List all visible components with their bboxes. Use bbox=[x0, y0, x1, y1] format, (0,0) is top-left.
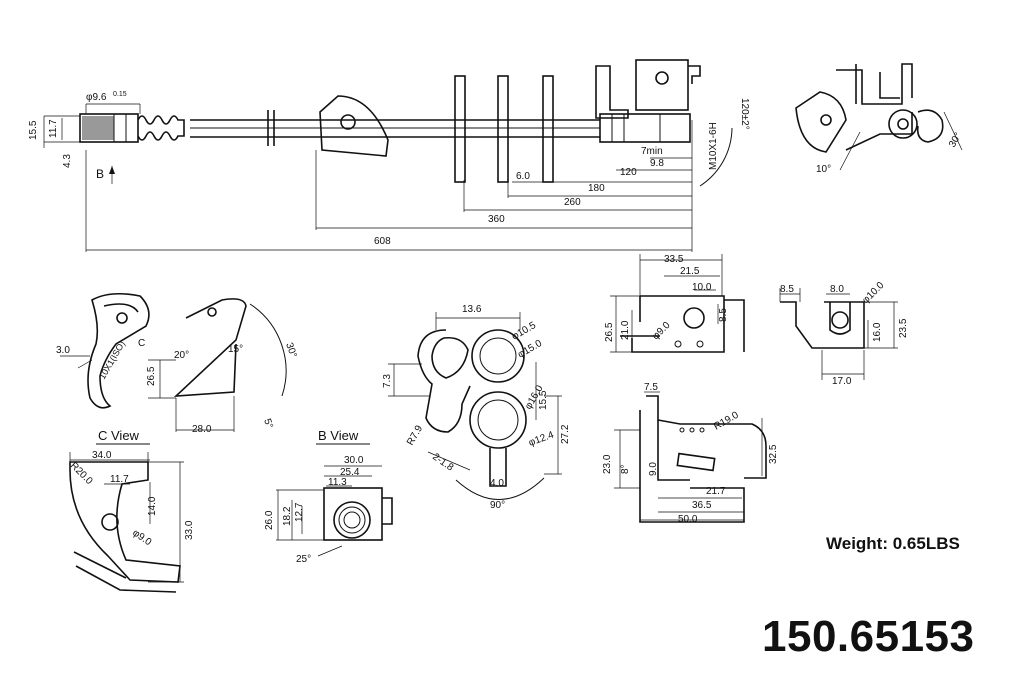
bracket-angled-dim-20deg: 20° bbox=[174, 350, 189, 361]
b-view-dim-30-0: 30.0 bbox=[344, 455, 364, 466]
bracket-angled-dim-15deg: 15° bbox=[228, 344, 243, 355]
hose-dim-0-15: 0.15 bbox=[113, 91, 127, 98]
top-right-assembly: 10° 30° bbox=[795, 63, 964, 175]
view-marker-b: B bbox=[96, 167, 104, 181]
hose-dim-4-3: 4.3 bbox=[62, 154, 73, 168]
c-view-title: C View bbox=[98, 428, 140, 443]
part-number: 150.65153 bbox=[762, 612, 975, 661]
c-view-dim-phi-9-0: φ9.0 bbox=[130, 527, 153, 548]
clip-center-dim-27-2: 27.2 bbox=[560, 424, 571, 444]
c-view-dim-11-7: 11.7 bbox=[110, 474, 129, 485]
hose-dim-11-7: 11.7 bbox=[48, 119, 59, 138]
bracket-side-dim-21-7: 21.7 bbox=[706, 486, 726, 497]
bracket-small-dim-8-0: 8.0 bbox=[830, 284, 844, 295]
clip-left-dim-c: C bbox=[138, 338, 145, 349]
b-view-dim-25-4: 25.4 bbox=[340, 467, 360, 478]
b-view: B View 30.0 25.4 11.3 26.0 18.2 12.7 25° bbox=[264, 428, 393, 565]
clip-left: 3.0 10X1(ISO) C bbox=[56, 292, 150, 409]
clip-center-dim-phi-10-5: φ10.5 bbox=[510, 320, 538, 343]
bracket-side-dim-8deg: 8° bbox=[620, 464, 631, 474]
clip-center-dim-r7-9: R7.9 bbox=[405, 423, 425, 447]
c-view-dim-r20-0: R20.0 bbox=[68, 460, 95, 487]
clip-left-dim-thread: 10X1(ISO) bbox=[97, 339, 127, 381]
clip-center-dim-4-0: 4.0 bbox=[490, 478, 504, 489]
b-view-dim-18-2: 18.2 bbox=[282, 506, 293, 526]
bracket-small-dim-8-5: 8.5 bbox=[780, 284, 794, 295]
bracket-top-dim-8-5: 8.5 bbox=[718, 308, 729, 322]
hose-dim-15-5: 15.5 bbox=[28, 120, 39, 140]
bracket-top-dim-33-5: 33.5 bbox=[664, 254, 684, 265]
bracket-top-dim-21-0: 21.0 bbox=[620, 320, 631, 340]
hose-dim-7min: 7min bbox=[641, 146, 663, 157]
clip-left-dim-3-0: 3.0 bbox=[56, 345, 70, 356]
bracket-top-dim-phi-9-0: φ9.0 bbox=[650, 320, 673, 343]
hose-assembly: 15.5 11.7 4.3 φ9.6 0.15 B 6.0 120 9.8 7m… bbox=[28, 59, 750, 252]
clip-center-dim-7-3: 7.3 bbox=[382, 374, 393, 388]
weight-label: Weight: 0.65LBS bbox=[826, 534, 960, 553]
bracket-side-dim-7-5: 7.5 bbox=[644, 382, 658, 393]
hose-dim-180: 180 bbox=[588, 183, 605, 194]
hose-dim-6-0: 6.0 bbox=[516, 171, 530, 182]
bracket-small-dim-17-0: 17.0 bbox=[832, 376, 852, 387]
c-view: C View 34.0 R20.0 11.7 14.0 33.0 φ9.0 bbox=[68, 428, 195, 593]
bracket-top-dim-10-0: 10.0 bbox=[692, 282, 712, 293]
clip-center-dim-2-1-8: 2-1.8 bbox=[430, 451, 455, 473]
bracket-angled: 26.5 28.0 20° 15° 30° 5° bbox=[146, 298, 299, 435]
hose-dim-phi-9-6: φ9.6 bbox=[86, 92, 107, 103]
b-view-dim-25deg: 25° bbox=[296, 554, 311, 565]
bracket-side-dim-50-0: 50.0 bbox=[678, 514, 698, 525]
clip-center-dim-13-6: 13.6 bbox=[462, 304, 482, 315]
bracket-angled-dim-5deg: 5° bbox=[261, 417, 275, 430]
b-view-title: B View bbox=[318, 428, 359, 443]
clip-center-dim-phi-12-4: φ12.4 bbox=[527, 429, 556, 448]
c-view-dim-14-0: 14.0 bbox=[147, 496, 158, 516]
clip-center-dim-90deg: 90° bbox=[490, 500, 505, 511]
bracket-side-dim-23-0: 23.0 bbox=[602, 454, 613, 474]
hose-dim-260: 260 bbox=[564, 197, 581, 208]
clip-center: 13.6 φ10.5 φ15.0 7.3 φ16.0 15.5 27.2 φ12… bbox=[382, 304, 571, 511]
bracket-side: 7.5 R19.0 23.0 8° 9.0 32.5 21.7 36.5 50.… bbox=[602, 382, 779, 525]
b-view-dim-26-0: 26.0 bbox=[264, 510, 275, 530]
bracket-angled-dim-26-5: 26.5 bbox=[146, 366, 157, 386]
bracket-small-dim-16-0: 16.0 bbox=[872, 322, 883, 342]
top-right-dim-10deg: 10° bbox=[816, 164, 831, 175]
bracket-side-dim-9-0: 9.0 bbox=[648, 462, 659, 476]
hose-dim-thread: M10X1-6H bbox=[708, 122, 719, 170]
bracket-top-dim-21-5: 21.5 bbox=[680, 266, 700, 277]
c-view-dim-33-0: 33.0 bbox=[184, 520, 195, 540]
hose-dim-608: 608 bbox=[374, 236, 391, 247]
b-view-dim-12-7: 12.7 bbox=[294, 502, 305, 522]
clip-center-dim-15-5: 15.5 bbox=[538, 390, 549, 410]
bracket-top-dim-26-5: 26.5 bbox=[604, 322, 615, 342]
bracket-angled-dim-30deg: 30° bbox=[283, 341, 299, 359]
hose-dim-angle: 120±2° bbox=[739, 98, 750, 130]
hose-dim-9-8: 9.8 bbox=[650, 158, 664, 169]
bracket-side-dim-32-5: 32.5 bbox=[768, 444, 779, 464]
bracket-small: 8.5 8.0 φ10.0 16.0 23.5 17.0 bbox=[779, 280, 909, 387]
bracket-top: 33.5 21.5 10.0 26.5 21.0 φ9.0 8.5 bbox=[604, 254, 745, 353]
bracket-angled-dim-28-0: 28.0 bbox=[192, 424, 212, 435]
bracket-small-dim-23-5: 23.5 bbox=[898, 318, 909, 338]
hose-dim-120: 120 bbox=[620, 167, 637, 178]
bracket-side-dim-36-5: 36.5 bbox=[692, 500, 712, 511]
c-view-dim-34-0: 34.0 bbox=[92, 450, 112, 461]
hose-dim-360: 360 bbox=[488, 214, 505, 225]
bracket-side-dim-r19-0: R19.0 bbox=[712, 410, 741, 433]
top-right-dim-30deg: 30° bbox=[947, 131, 964, 150]
b-view-dim-11-3: 11.3 bbox=[328, 477, 347, 488]
